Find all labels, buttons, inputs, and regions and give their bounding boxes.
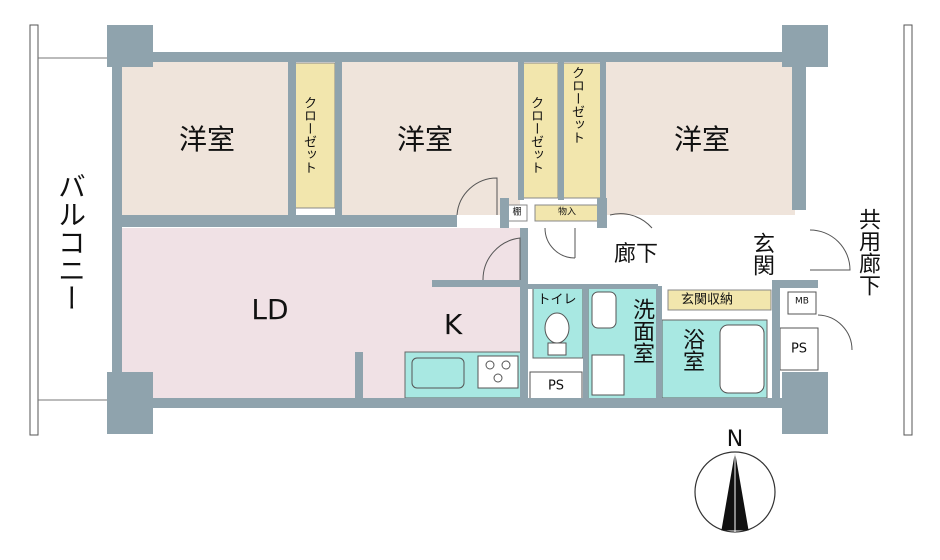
stove-icon	[477, 355, 519, 389]
balcony-label: バルコニー	[54, 172, 87, 312]
washer-icon	[591, 354, 625, 396]
storage-label: 物入	[557, 207, 577, 218]
hallway-floor	[528, 228, 778, 286]
bathtub-icon	[719, 324, 765, 394]
closet3-label: クローゼット	[569, 66, 584, 144]
bathroom-label: 浴室	[679, 328, 704, 372]
bedroom3-label: 洋室	[673, 123, 731, 156]
bedroom1-label: 洋室	[178, 123, 236, 156]
entrance-storage-box	[667, 289, 772, 311]
toilet-icon	[544, 312, 570, 344]
corridor-rail	[903, 24, 913, 436]
bedroom2-floor	[340, 60, 520, 215]
ps2-label: PS	[790, 341, 808, 357]
mb-box	[787, 291, 817, 315]
north-label: N	[726, 427, 744, 452]
bedroom2-label: 洋室	[396, 123, 454, 156]
closet1-label: クローゼット	[301, 96, 316, 174]
bedroom1-floor	[120, 60, 290, 215]
ps2-box	[779, 327, 819, 371]
sink-icon	[411, 357, 465, 389]
door-swings	[456, 177, 853, 351]
entrance-storage-label: 玄関収納	[680, 292, 734, 308]
compass-icon	[694, 451, 776, 533]
ld-label: LD	[251, 293, 289, 326]
shelf-label: 棚	[512, 207, 522, 218]
washroom-label: 洗面室	[629, 298, 654, 364]
balcony-rail	[29, 24, 39, 436]
toilet-label: トイレ	[537, 292, 577, 308]
hallway-label: 廊下	[613, 242, 659, 267]
bedroom3-floor	[605, 60, 795, 215]
walls	[107, 25, 828, 434]
basin-icon	[591, 291, 617, 329]
entrance-label: 玄関	[749, 232, 774, 276]
common-corridor-label: 共用廊下	[855, 208, 880, 296]
closet2-label: クローゼット	[528, 96, 543, 174]
ps1-box	[529, 371, 583, 401]
kitchen-label: K	[443, 308, 463, 341]
mb-label: MB	[795, 296, 809, 307]
ps1-label: PS	[547, 378, 565, 394]
